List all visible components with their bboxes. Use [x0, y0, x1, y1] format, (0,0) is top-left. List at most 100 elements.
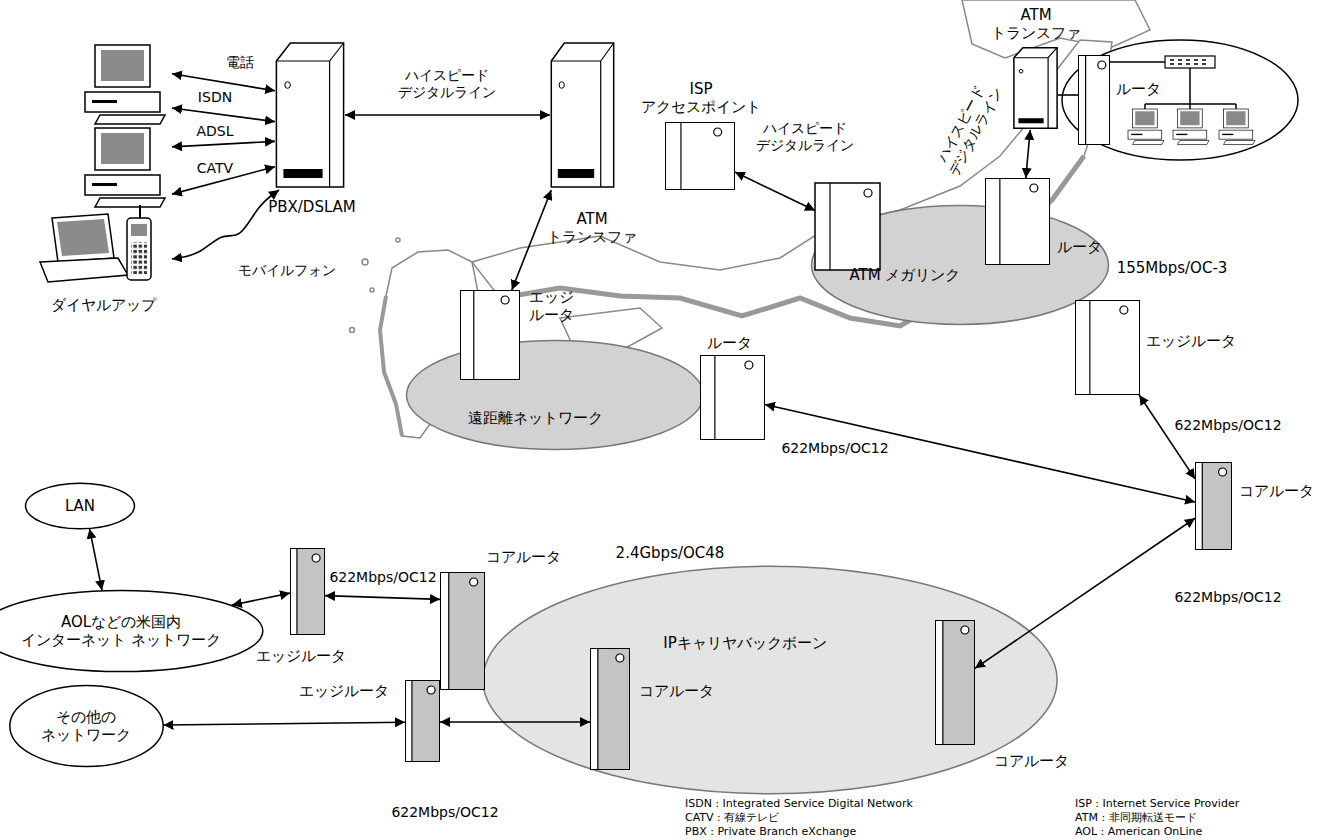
node-label: コアルータ: [994, 752, 1069, 770]
router-line: [411, 681, 412, 761]
connector-label: 622Mbps/OC12: [389, 804, 500, 821]
atm-transfer-shape: [1013, 46, 1058, 130]
node-label: その他の ネットワーク: [36, 708, 136, 744]
network-ellipse: AOLなどの米国内 インターネット ネットワーク: [0, 590, 264, 672]
dialup-devices: [57, 219, 109, 256]
pbx-server-shape: [275, 40, 345, 190]
connector: [163, 722, 405, 725]
dialup-devices: [85, 45, 165, 124]
edge-router-shape: [291, 549, 324, 634]
connector: [512, 190, 551, 290]
server-led: [1019, 69, 1023, 73]
edge-router-shape: [406, 681, 439, 761]
server-base: [1018, 118, 1043, 123]
router: ルータ: [985, 178, 1050, 265]
connector-label: ISDN: [196, 89, 234, 106]
router-line: [714, 356, 715, 439]
router-line: [942, 621, 943, 744]
connector: [172, 141, 275, 146]
node-label: PBX/DSLAM: [268, 198, 356, 216]
abbreviation-note: ISDN : Integrated Service Digital Networ…: [685, 797, 913, 810]
edge-router-shape: [461, 291, 519, 379]
connector-label: 622Mbps/OC12: [327, 569, 438, 586]
router-strip: [291, 549, 297, 634]
connector: [975, 518, 1195, 668]
router-led: [1219, 468, 1227, 476]
dialup-devices: [85, 128, 165, 207]
router-led: [312, 554, 320, 562]
router-led: [616, 654, 624, 662]
isp-access-point: ISP アクセスポイント: [665, 122, 735, 190]
connector-label: ハイスピード デジタルライン: [390, 67, 504, 101]
connector: [172, 190, 279, 259]
node-label: 遠距離ネットワーク: [468, 409, 603, 427]
node-label: LAN: [65, 497, 95, 515]
edge-router: エッジルータ: [460, 290, 520, 380]
pbx-server: PBX/DSLAM: [275, 40, 345, 190]
node-label: ルータ: [707, 334, 752, 352]
abbreviation-note: ATM : 非同期転送モード: [1075, 811, 1197, 824]
ellipse-outline: [812, 206, 1109, 325]
node-label: ルータ: [1057, 238, 1102, 256]
edge-router: エッジルータ: [1075, 300, 1140, 395]
edge-router: エッジルータ: [405, 680, 440, 762]
connector-label: 622Mbps/OC12: [1172, 417, 1283, 434]
atm-transfer: ATM トランスファ: [550, 40, 615, 190]
ellipse-outline: [483, 566, 1057, 794]
node-label: IPキャリヤバックボーン: [663, 634, 826, 652]
core-router-shape: [441, 573, 484, 689]
japan-map: [362, 259, 368, 265]
router-line: [1089, 301, 1090, 394]
abbreviation-note: AOL : American OnLine: [1075, 825, 1202, 838]
lan-cluster: [1170, 60, 1206, 64]
router-strip: [591, 649, 598, 769]
dialup-devices: [127, 218, 151, 280]
node-label: ATM トランスファ: [989, 6, 1084, 42]
abbreviation-note: ISP : Internet Service Provider: [1075, 797, 1239, 810]
router-led: [501, 296, 509, 304]
ellipse-outline: [26, 483, 135, 529]
node-label: ダイヤルアップ: [51, 296, 156, 314]
router-led: [1098, 61, 1106, 69]
node-label: ATM メガリンク: [850, 266, 961, 284]
isp-access-point-shape: [666, 123, 734, 189]
core-router: コアルータ: [1195, 462, 1232, 550]
abbreviation-note: PBX : Private Branch eXchange: [685, 825, 856, 838]
network-ellipse-shape: [810, 205, 1110, 325]
router: ルータ: [700, 355, 765, 440]
connector: [90, 529, 102, 591]
lan-cluster: [1219, 109, 1255, 145]
router-shape: [701, 356, 764, 439]
network-ellipse: 遠距離ネットワーク: [405, 340, 705, 450]
japan-map: [350, 328, 355, 333]
router-led: [1030, 184, 1038, 192]
connector: [440, 721, 590, 723]
router-shape: [1079, 56, 1109, 144]
connector: [1058, 94, 1078, 96]
connector: [1139, 395, 1195, 479]
lan-cluster: [1110, 61, 1165, 63]
connector-label: 622Mbps/OC12: [1172, 589, 1283, 606]
dialup-group: ダイヤルアップ: [30, 40, 172, 325]
dialup-devices: [131, 242, 147, 274]
router-line: [296, 549, 297, 634]
router-strip: [1196, 463, 1202, 549]
server-edge: [551, 43, 613, 187]
core-router: コアルータ: [440, 572, 485, 690]
server-body: [276, 43, 343, 187]
router-symbol: [815, 183, 880, 270]
router-line: [473, 291, 474, 379]
node-label: エッジルータ: [256, 647, 346, 665]
node-label: エッジルータ: [1146, 332, 1236, 350]
node-label: エッジルータ: [299, 682, 389, 700]
node-label: コアルータ: [639, 682, 714, 700]
node-label: コアルータ: [1239, 482, 1314, 500]
router-strip: [406, 681, 412, 761]
connector-label: CATV: [195, 160, 235, 177]
router-led: [427, 686, 435, 694]
japan-map: [370, 288, 374, 292]
atm-transfer: ATM トランスファ: [1013, 46, 1058, 130]
japan-map: [472, 40, 1112, 326]
abbreviation-note: CATV : 有線テレビ: [685, 811, 779, 824]
router-line: [597, 649, 598, 769]
